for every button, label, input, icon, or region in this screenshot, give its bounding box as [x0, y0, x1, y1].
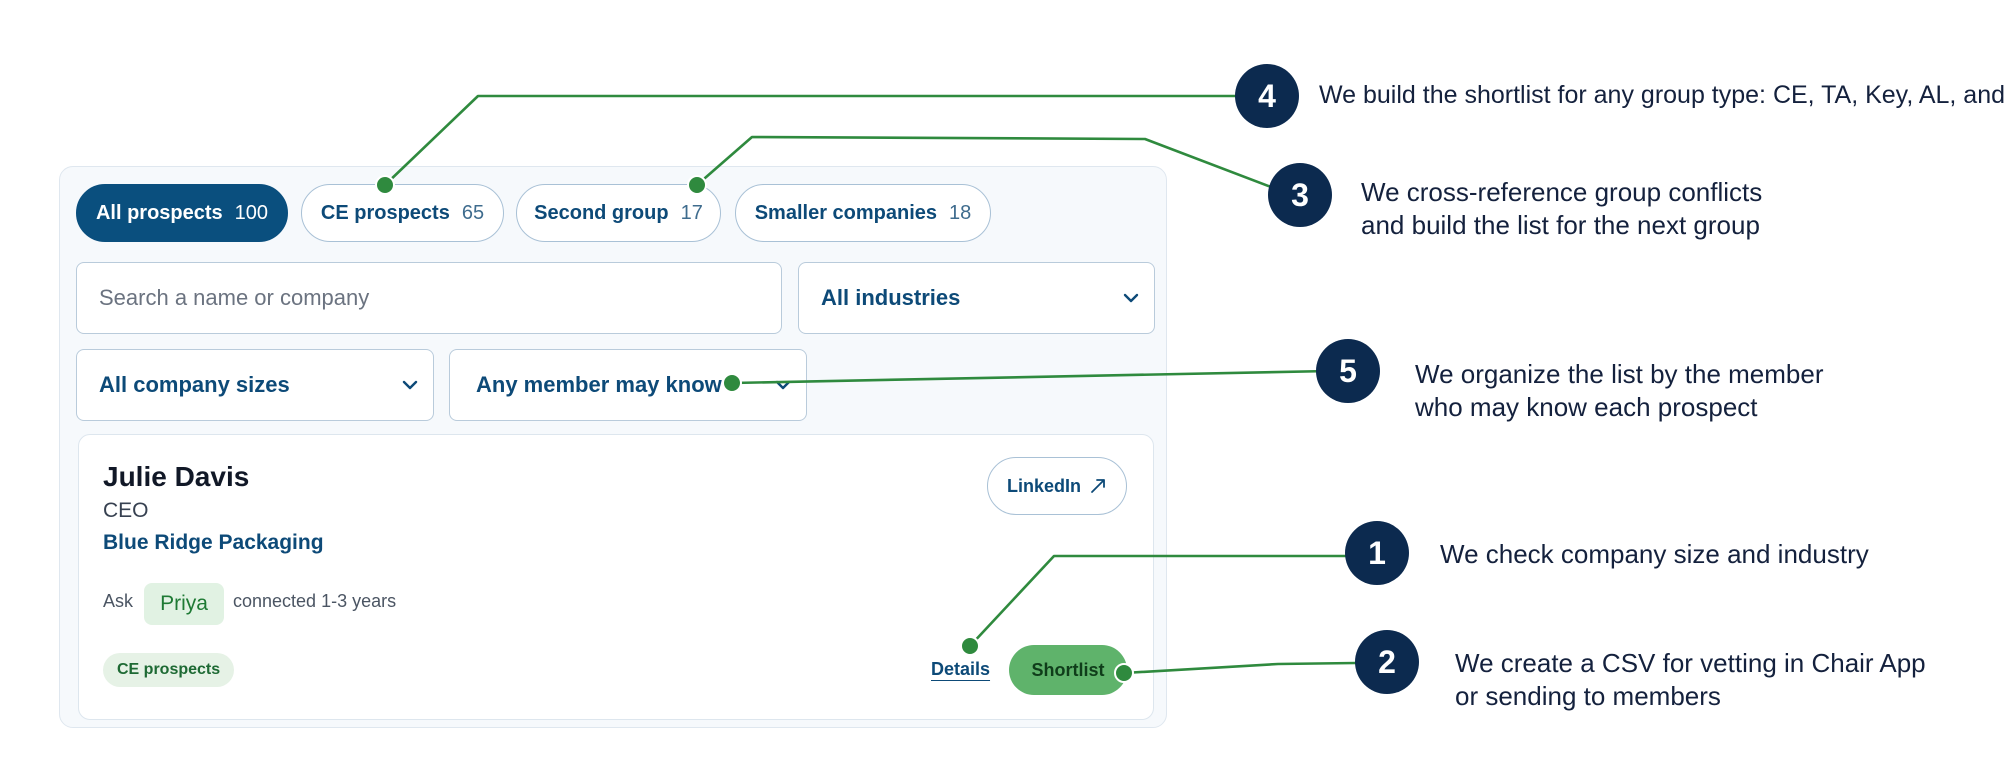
prospect-title: CEO [103, 499, 149, 522]
ask-label: Ask [103, 591, 134, 611]
prospect-company: Blue Ridge Packaging [103, 531, 324, 554]
chevron-down-icon [775, 380, 791, 390]
details-link[interactable]: Details [931, 659, 991, 679]
company-size-select-value: All company sizes [99, 372, 290, 397]
leader-line-4 [384, 94, 1266, 186]
industry-select-value: All industries [821, 285, 961, 310]
tab-ce-prospects[interactable]: CE prospects 65 [301, 184, 504, 242]
shortlist-button[interactable]: Shortlist [1009, 645, 1127, 695]
callout-text-2: We create a CSV for vetting in Chair App… [1455, 647, 1926, 713]
group-tag: CE prospects [103, 653, 235, 687]
linkedin-button[interactable]: LinkedIn [987, 457, 1127, 515]
tab-count: 65 [461, 201, 485, 224]
tab-label: Second group [534, 201, 669, 224]
connection-duration: connected 1-3 years [233, 591, 397, 611]
leader-line-3 [696, 135, 1301, 200]
tab-all-prospects[interactable]: All prospects 100 [76, 184, 288, 242]
callout-line: We cross-reference group conflicts [1361, 177, 1763, 207]
tab-smaller-companies[interactable]: Smaller companies 18 [735, 184, 991, 242]
leader-dot-5 [722, 373, 742, 393]
tab-label: CE prospects [320, 201, 450, 224]
chevron-down-icon [402, 380, 418, 390]
prospect-name: Julie Davis [103, 461, 250, 492]
search-input[interactable]: Search a name or company [76, 262, 782, 334]
callout-line: and build the list for the next group [1361, 210, 1760, 240]
industry-select[interactable]: All industries [798, 262, 1155, 334]
member-chip: Priya [144, 583, 224, 625]
callout-line: We create a CSV for vetting in Chair App [1455, 648, 1926, 678]
prospect-card: Julie Davis CEO Blue Ridge Packaging Ask… [78, 434, 1154, 720]
tab-count: 100 [234, 201, 269, 224]
leader-line-2 [1123, 661, 1357, 675]
callout-line: We build the shortlist for any group typ… [1319, 81, 2011, 109]
callout-text-1: We check company size and industry [1440, 538, 1869, 571]
linkedin-label: LinkedIn [1006, 475, 1081, 496]
callout-line: or sending to members [1455, 681, 1721, 711]
callout-badge-5: 5 [1316, 339, 1380, 403]
callout-line: who may know each prospect [1415, 392, 1758, 422]
leader-line-1 [969, 554, 1346, 647]
company-size-select[interactable]: All company sizes [76, 349, 434, 421]
callout-badge-3: 3 [1268, 163, 1332, 227]
callout-badge-1: 1 [1345, 521, 1409, 585]
leader-dot-2 [1114, 663, 1134, 683]
callout-text-5: We organize the list by the member who m… [1415, 358, 1823, 424]
leader-dot-4 [375, 175, 395, 195]
chevron-down-icon [1123, 293, 1139, 303]
leader-dot-3 [687, 175, 707, 195]
member-select[interactable]: Any member may know [449, 349, 807, 421]
leader-line-5 [731, 369, 1331, 385]
callout-text-4: We build the shortlist for any group typ… [1319, 79, 2011, 112]
leader-dot-1 [960, 636, 980, 656]
callout-badge-2: 2 [1355, 630, 1419, 694]
member-select-value: Any member may know [476, 372, 722, 397]
tab-count: 18 [949, 201, 972, 224]
tab-count: 17 [680, 201, 703, 224]
callout-line: We check company size and industry [1440, 539, 1869, 569]
tab-label: All prospects [95, 201, 223, 224]
tab-second-group[interactable]: Second group 17 [516, 184, 721, 242]
callout-text-3: We cross-reference group conflicts and b… [1361, 176, 1762, 242]
callout-line: We organize the list by the member [1415, 359, 1824, 389]
tab-label: Smaller companies [754, 201, 938, 224]
callout-badge-4: 4 [1235, 64, 1299, 128]
search-placeholder: Search a name or company [99, 285, 370, 310]
external-link-icon [1091, 479, 1105, 493]
